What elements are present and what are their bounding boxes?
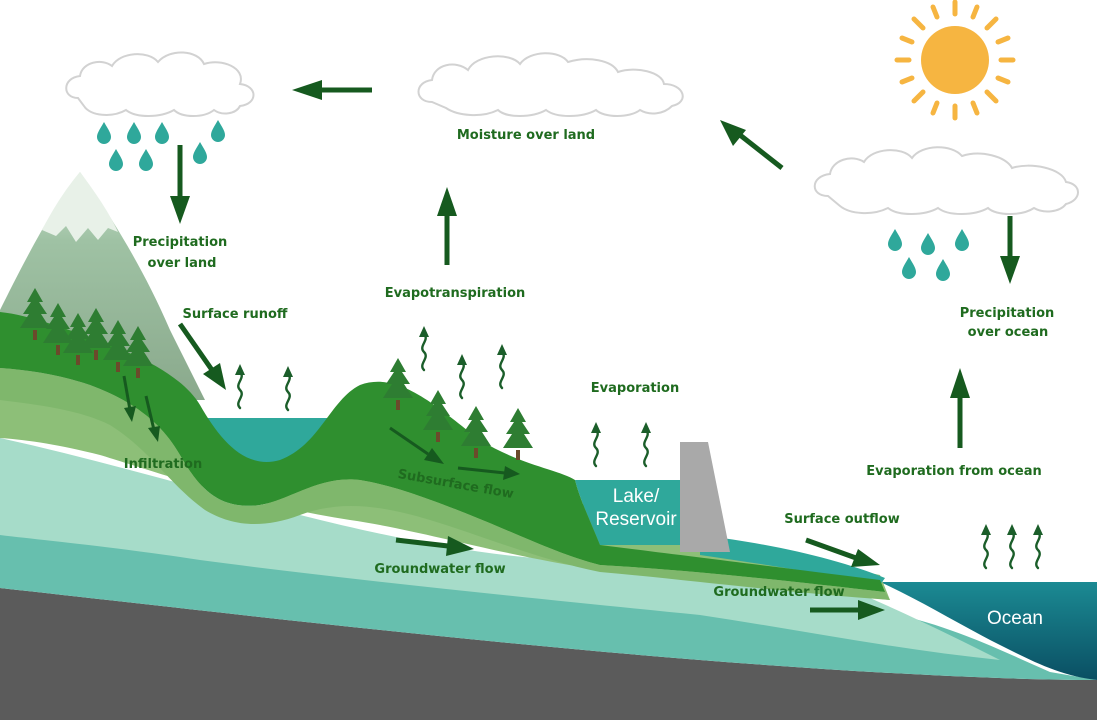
cloud-icon [65, 51, 255, 117]
hills-surface [0, 312, 885, 592]
vapor-arrow-icon [281, 364, 295, 412]
lake-water-left [205, 418, 345, 463]
label-surface-runoff: Surface runoff [183, 307, 288, 322]
mountain-snowcap [42, 172, 118, 242]
grass-light-band [0, 368, 890, 600]
label-infiltration: Infiltration [124, 457, 202, 472]
raindrop-icon [127, 122, 141, 144]
vapor-arrow-icon [979, 522, 993, 570]
arrow-moisture-left [292, 80, 372, 100]
stream-water [700, 535, 885, 585]
raindrops-land [97, 120, 225, 171]
arrow-surface-outflow [805, 537, 880, 567]
raindrop-icon [888, 229, 902, 251]
raindrop-icon [955, 229, 969, 251]
arrow-precip-ocean [1000, 216, 1020, 284]
label-moisture-over-land: Moisture over land [457, 128, 595, 143]
label-ocean: Ocean [987, 608, 1043, 629]
arrow-groundwater-1 [395, 536, 474, 556]
label-precip-land-line1: Precipitation [133, 235, 228, 250]
label-precip-ocean-line2: over ocean [968, 325, 1049, 340]
label-groundwater-flow-1: Groundwater flow [374, 562, 505, 577]
raindrop-icon [97, 122, 111, 144]
vapor-arrow-icon [417, 324, 431, 372]
raindrop-icon [921, 233, 935, 255]
ocean-water [880, 582, 1097, 680]
vapor-arrow-icon [1005, 522, 1019, 570]
arrow-ocean-to-land [720, 120, 784, 170]
label-lake-line2: Reservoir [595, 509, 677, 530]
dam-icon [680, 442, 730, 552]
vapor-arrow-icon [233, 362, 247, 410]
label-surface-outflow: Surface outflow [784, 512, 899, 527]
vapor-arrow-icon [1031, 522, 1045, 570]
arrow-surface-runoff [177, 322, 226, 390]
raindrop-icon [109, 149, 123, 171]
label-evaporation-from-ocean: Evaporation from ocean [866, 464, 1041, 479]
arrow-groundwater-2 [810, 600, 885, 620]
raindrop-icon [211, 120, 225, 142]
raindrop-icon [139, 149, 153, 171]
vapor-arrow-icon [639, 420, 653, 468]
vapor-arrow-icon [495, 342, 509, 390]
label-groundwater-flow-2: Groundwater flow [713, 585, 844, 600]
arrow-subsurface [389, 426, 520, 480]
raindrop-icon [193, 142, 207, 164]
lake-reservoir-water [575, 480, 690, 545]
raindrop-icon [936, 259, 950, 281]
arrow-infiltration [122, 375, 160, 442]
arrow-evap-ocean-up [950, 368, 970, 448]
vapor-arrow-icon [455, 352, 469, 400]
aquifer-upper [0, 438, 1000, 660]
label-evapotranspiration: Evapotranspiration [385, 286, 526, 301]
label-evaporation: Evaporation [591, 381, 679, 396]
raindrop-icon [902, 257, 916, 279]
sun-icon [894, 0, 1016, 121]
vapor-arrow-icon [589, 420, 603, 468]
raindrops-ocean [888, 229, 969, 281]
label-lake-line1: Lake/ [613, 486, 660, 507]
cloud-icon [813, 146, 1079, 215]
arrow-evapotranspiration-up [437, 187, 457, 265]
cloud-icon [417, 52, 684, 117]
bedrock-layer [0, 588, 1097, 720]
arrow-precip-land [170, 145, 190, 224]
label-precip-land-line2: over land [148, 256, 217, 271]
tree-icon [503, 408, 533, 460]
raindrop-icon [155, 122, 169, 144]
label-precip-ocean-line1: Precipitation [960, 306, 1055, 321]
